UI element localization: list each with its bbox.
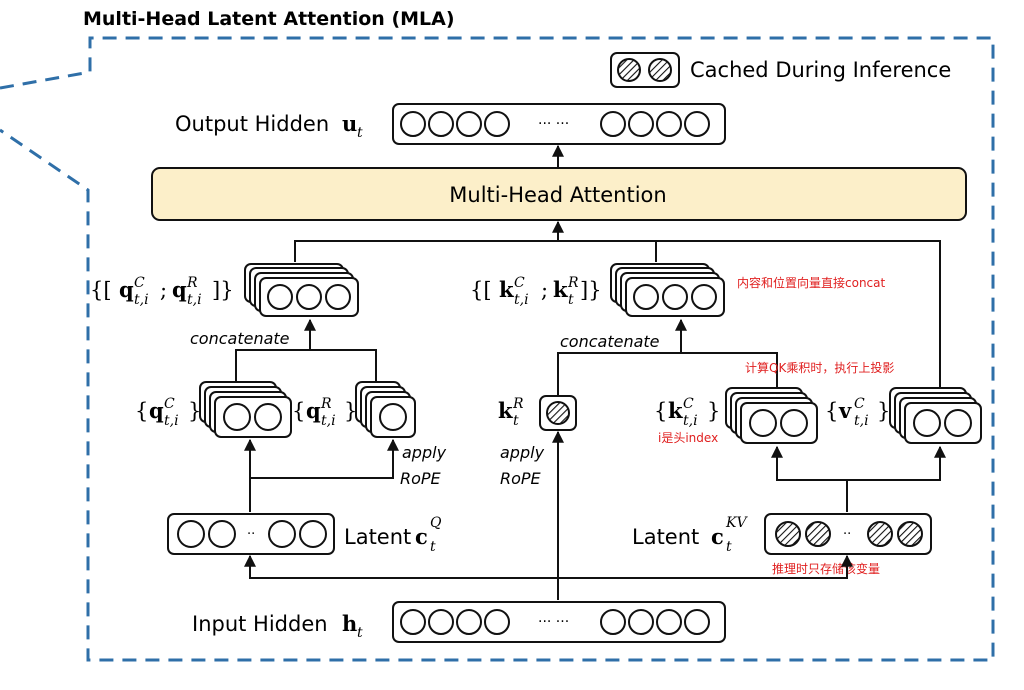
- q-concat-open: {[: [90, 278, 112, 302]
- qc-close: }: [188, 399, 201, 423]
- output-dots: ··· ···: [538, 116, 569, 132]
- k-rope-label: RoPE: [500, 469, 542, 488]
- qc-sym: q: [149, 398, 164, 423]
- vc-sym: v: [838, 398, 852, 423]
- q-concat-sub2: t,i: [187, 292, 202, 308]
- latent-kv-sym: c: [711, 524, 724, 549]
- output-label: Output Hidden: [175, 112, 329, 136]
- qr-sub: t,i: [321, 413, 336, 429]
- q-apply-label: apply: [402, 443, 447, 462]
- qr-sym: q: [306, 398, 321, 423]
- input-dots: ··· ···: [538, 614, 569, 630]
- q-concat-sym1: q: [119, 277, 134, 302]
- kr-sub: t: [513, 413, 519, 429]
- k-concat-group: {[ k C t,i ; k R t ]} 内容和位置向量直接concat: [470, 263, 885, 317]
- latent-kv: Latent c KV t ·· 推理时只存储该变量: [632, 513, 932, 576]
- kc-group: { k C t,i } i是头index: [654, 387, 818, 445]
- q-concat-group: {[ q C t,i ; q R t,i ]}: [90, 263, 359, 317]
- qc-group: { q C t,i }: [135, 381, 292, 438]
- latent-q: ·· Latent c Q t: [167, 513, 442, 555]
- k-concat-open: {[: [470, 278, 492, 302]
- latent-kv-sup: KV: [725, 515, 748, 531]
- k-concat-sym2: k: [553, 277, 568, 302]
- qr-open: {: [292, 399, 305, 423]
- input-symbol: h: [342, 611, 357, 636]
- k-concat-sym1: k: [499, 277, 514, 302]
- k-concat-sup2: R: [567, 275, 579, 291]
- kc-sym: k: [668, 398, 683, 423]
- k-concat-close: ]}: [580, 278, 602, 302]
- qr-group: { q R t,i }: [292, 381, 416, 438]
- latent-q-sym: c: [415, 524, 428, 549]
- note-concat: 内容和位置向量直接concat: [737, 275, 885, 290]
- q-concat-sep: ;: [160, 278, 167, 302]
- qr-sup: R: [320, 396, 332, 412]
- q-concat-sym2: q: [172, 277, 187, 302]
- qc-open: {: [135, 399, 148, 423]
- legend-label: Cached During Inference: [690, 58, 951, 82]
- q-concat-sup2: R: [186, 275, 198, 291]
- q-concatenate-label: concatenate: [190, 329, 290, 348]
- output-hidden: Output Hidden u t ··· ···: [175, 103, 726, 145]
- k-apply-label: apply: [500, 443, 545, 462]
- latent-q-sub: t: [430, 539, 436, 555]
- kr-sym: k: [498, 398, 513, 423]
- latent-q-sup: Q: [430, 515, 442, 531]
- qc-sup: C: [164, 396, 175, 412]
- q-rope-label: RoPE: [400, 469, 442, 488]
- input-label: Input Hidden: [192, 612, 328, 636]
- attention-label: Multi-Head Attention: [449, 183, 666, 207]
- vc-group: { v C t,i }: [825, 387, 982, 444]
- latent-kv-label: Latent: [632, 525, 699, 549]
- vc-open: {: [825, 399, 838, 423]
- latent-q-label: Latent: [344, 525, 411, 549]
- q-concat-close: ]}: [212, 278, 234, 302]
- kr-group: k R t: [498, 395, 577, 431]
- qc-sub: t,i: [164, 413, 179, 429]
- k-concat-sep: ;: [541, 278, 548, 302]
- multi-head-attention: Multi-Head Attention: [151, 167, 967, 221]
- output-sub: t: [357, 125, 363, 141]
- kr-sup: R: [512, 396, 524, 412]
- legend: Cached During Inference: [610, 52, 951, 88]
- k-concat-sub1: t,i: [514, 292, 529, 308]
- vc-sub: t,i: [854, 413, 869, 429]
- q-concat-sub1: t,i: [134, 292, 149, 308]
- input-sub: t: [357, 625, 363, 641]
- kc-sup: C: [683, 396, 694, 412]
- kc-close: }: [707, 399, 720, 423]
- k-concat-sub2: t: [568, 292, 574, 308]
- qr-close: }: [344, 399, 357, 423]
- output-symbol: u: [342, 111, 357, 136]
- vc-close: }: [877, 399, 890, 423]
- vc-sup: C: [854, 396, 865, 412]
- note-qk: 计算QK乘积时，执行上投影: [745, 360, 894, 375]
- k-concatenate-label: concatenate: [560, 332, 660, 351]
- k-concat-sup1: C: [514, 275, 525, 291]
- latent-kv-sub: t: [726, 539, 732, 555]
- kc-open: {: [654, 399, 667, 423]
- note-head-index: i是头index: [658, 431, 718, 445]
- kc-sub: t,i: [683, 413, 698, 429]
- diagram-title: Multi-Head Latent Attention (MLA): [83, 8, 455, 30]
- note-cache: 推理时只存储该变量: [772, 561, 880, 576]
- q-concat-sup1: C: [134, 275, 145, 291]
- latent-q-dots: ··: [247, 527, 255, 542]
- latent-kv-dots: ··: [843, 527, 851, 542]
- dashed-frame: [0, 36, 995, 662]
- input-hidden: Input Hidden h t ··· ···: [192, 601, 726, 643]
